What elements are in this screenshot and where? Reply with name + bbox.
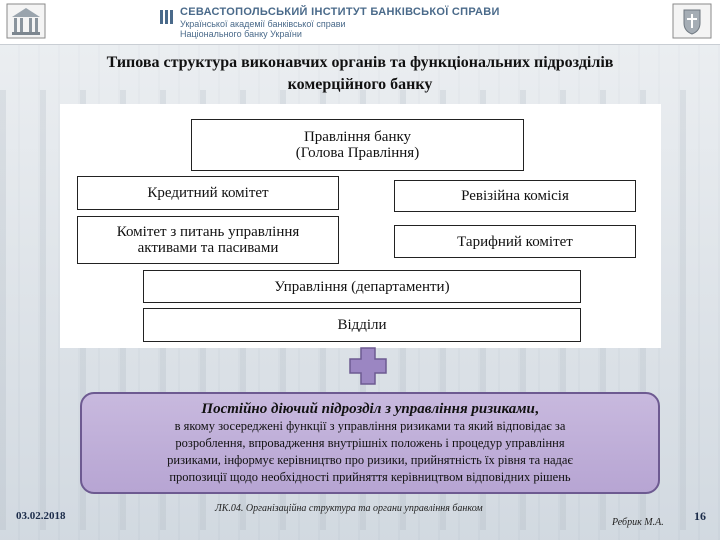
slide-title-line-2: комерційного банку	[20, 74, 700, 96]
coat-of-arms-icon	[672, 3, 712, 39]
institute-mark-icon	[160, 10, 174, 24]
risk-unit-description: в якому зосереджені функції з управління…	[82, 418, 658, 486]
footer-date: 03.02.2018	[16, 510, 66, 522]
risk-unit-text-line-2: розроблення, впровадження внутрішніх пол…	[96, 435, 644, 452]
audit-commission-label: Ревізійна комісія	[461, 188, 569, 204]
board-label-line-2: (Голова Правління)	[296, 145, 419, 161]
board-label-line-1: Правління банку	[304, 129, 411, 145]
alm-committee-box: Комітет з питань управління активами та …	[77, 216, 339, 264]
org-structure-diagram: Правління банку (Голова Правління) Креди…	[60, 104, 661, 348]
tariff-committee-label: Тарифний комітет	[457, 234, 573, 250]
institute-name: СЕВАСТОПОЛЬСЬКИЙ ІНСТИТУТ БАНКІВСЬКОЇ СП…	[180, 6, 500, 18]
page-number: 16	[694, 509, 706, 524]
risk-unit-text-line-3: ризиками, інформує керівництво про ризик…	[96, 452, 644, 469]
risk-unit-text-line-1: в якому зосереджені функції з управління…	[96, 418, 644, 435]
header-bar: СЕВАСТОПОЛЬСЬКИЙ ІНСТИТУТ БАНКІВСЬКОЇ СП…	[0, 0, 720, 45]
footer-author: Ребрик М.А.	[612, 517, 664, 528]
audit-commission-box: Ревізійна комісія	[394, 180, 636, 212]
building-emblem-icon	[6, 3, 46, 39]
risk-unit-title-suffix: ,	[535, 401, 539, 417]
credit-committee-box: Кредитний комітет	[77, 176, 339, 210]
institute-subtitle-2: Національного банку України	[180, 29, 302, 39]
departments-label: Управління (департаменти)	[274, 279, 449, 295]
slide-title: Типова структура виконавчих органів та ф…	[20, 52, 700, 96]
slide-title-line-1: Типова структура виконавчих органів та ф…	[20, 52, 700, 74]
risk-unit-title-text: Постійно діючий підрозділ з управління р…	[201, 401, 534, 417]
departments-box: Управління (департаменти)	[143, 270, 581, 303]
risk-unit-title: Постійно діючий підрозділ з управління р…	[82, 400, 658, 418]
footer-lecture-title: ЛК.04. Організаційна структура та органи…	[215, 503, 483, 514]
credit-committee-label: Кредитний комітет	[147, 185, 268, 201]
board-box: Правління банку (Голова Правління)	[191, 119, 524, 171]
tariff-committee-box: Тарифний комітет	[394, 225, 636, 258]
cross-connector-icon	[349, 347, 387, 385]
institute-subtitle-1: Української академії банківської справи	[180, 19, 346, 29]
divisions-label: Відділи	[337, 317, 386, 333]
risk-unit-text-line-4: пропозиції щодо необхідності прийняття к…	[96, 469, 644, 486]
alm-committee-label-line-1: Комітет з питань управління	[117, 224, 300, 240]
alm-committee-label-line-2: активами та пасивами	[138, 240, 279, 256]
divisions-box: Відділи	[143, 308, 581, 342]
risk-management-unit-box: Постійно діючий підрозділ з управління р…	[80, 392, 660, 494]
